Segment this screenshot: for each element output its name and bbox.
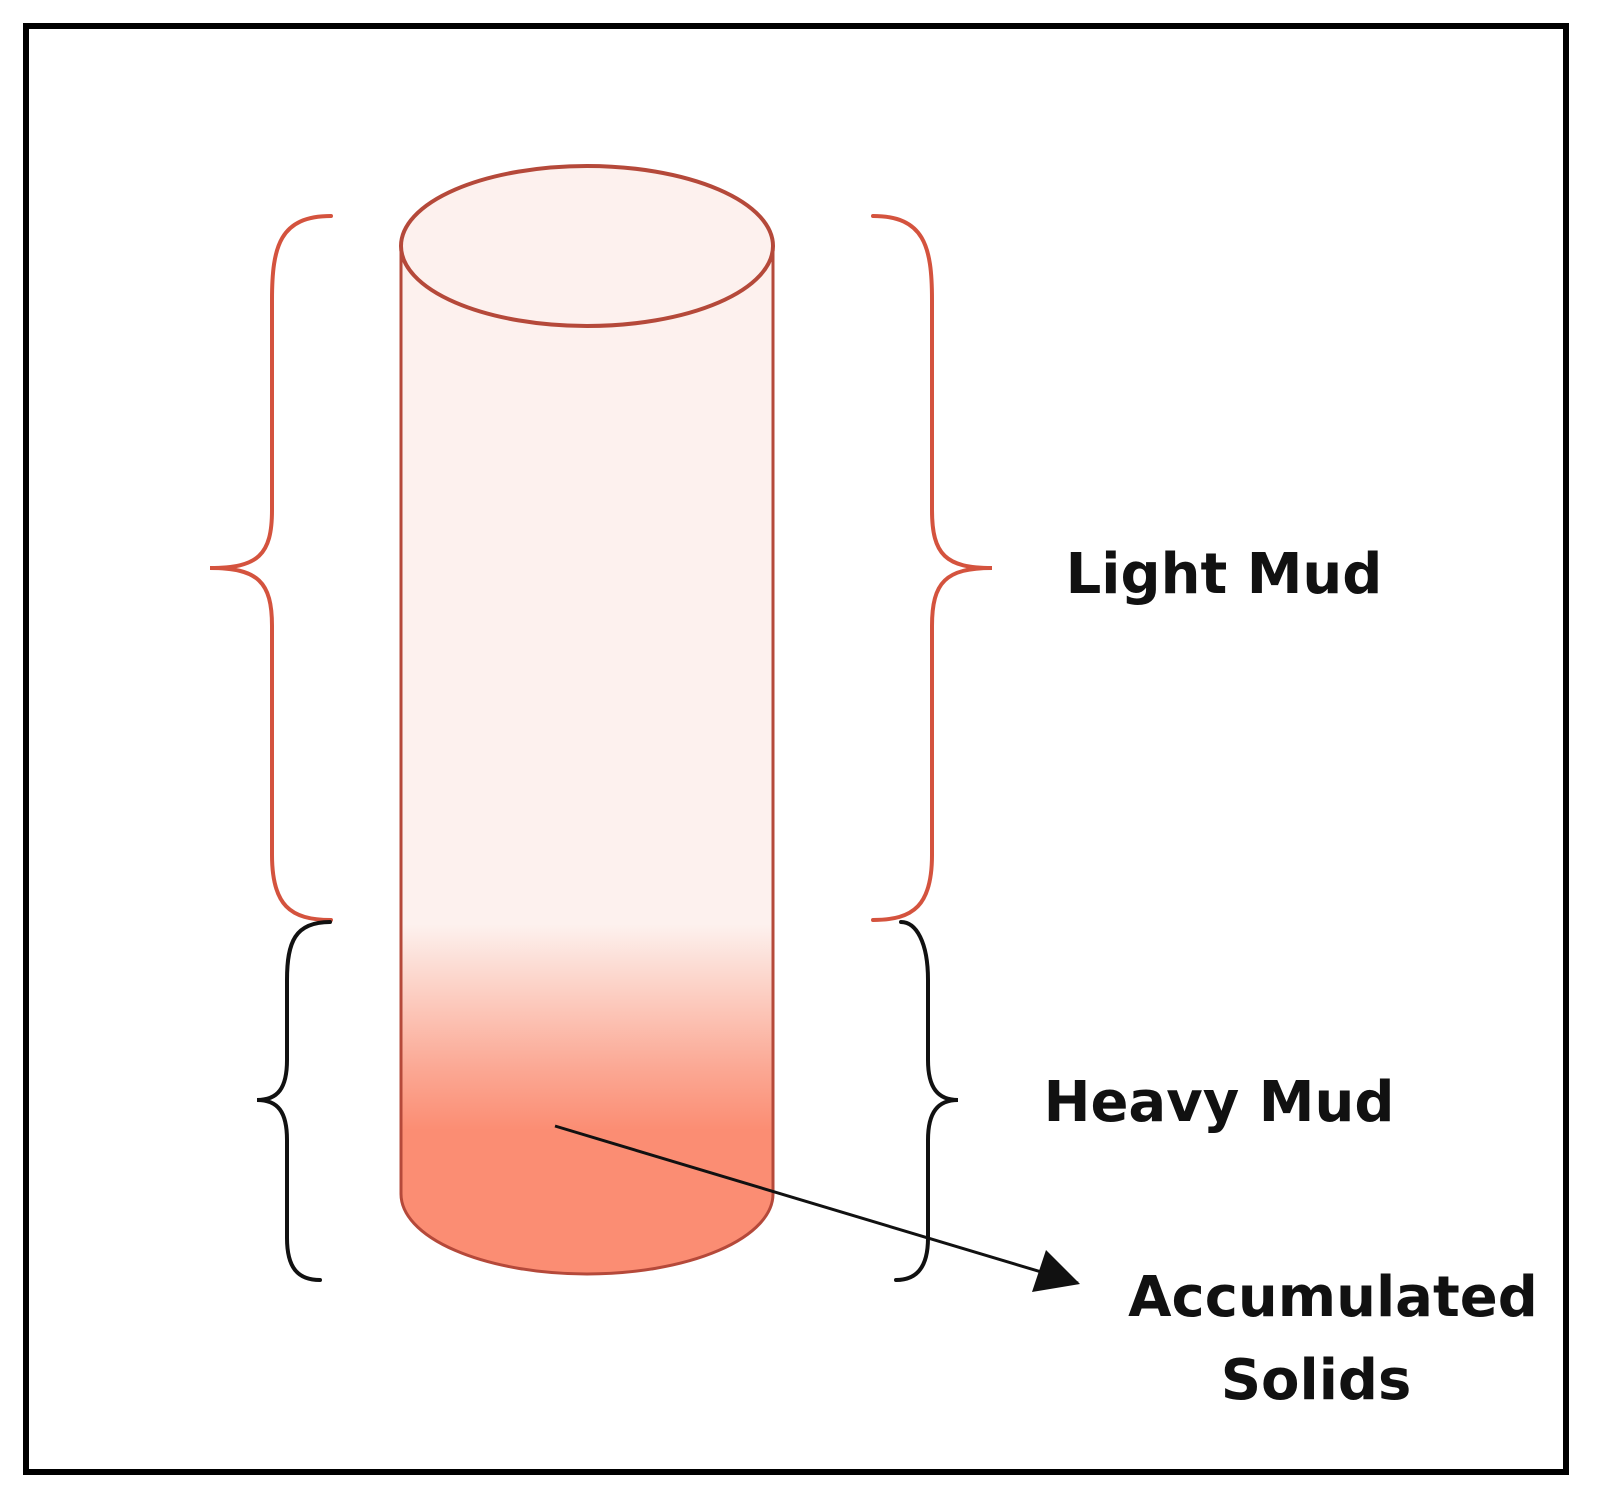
- settling-cylinder: [399, 164, 775, 1276]
- accumulated-solids-label-line2: Solids: [1221, 1348, 1412, 1413]
- heavy-mud-brace-left: [256, 920, 332, 1282]
- cylinder-top: [399, 164, 775, 328]
- light-mud-brace-right: [871, 214, 993, 922]
- diagram-frame: [23, 23, 1569, 1475]
- accumulated-solids-label-line1: Accumulated: [1128, 1265, 1538, 1330]
- cylinder-body: [399, 244, 775, 1276]
- light-mud-brace-left: [209, 214, 333, 922]
- light-mud-label: Light Mud: [1066, 542, 1383, 607]
- accumulated-solids-arrowhead: [1032, 1250, 1080, 1292]
- heavy-mud-brace-right: [894, 920, 959, 1282]
- accumulated-solids-arrow: [554, 1124, 1079, 1286]
- heavy-mud-label: Heavy Mud: [1044, 1070, 1395, 1135]
